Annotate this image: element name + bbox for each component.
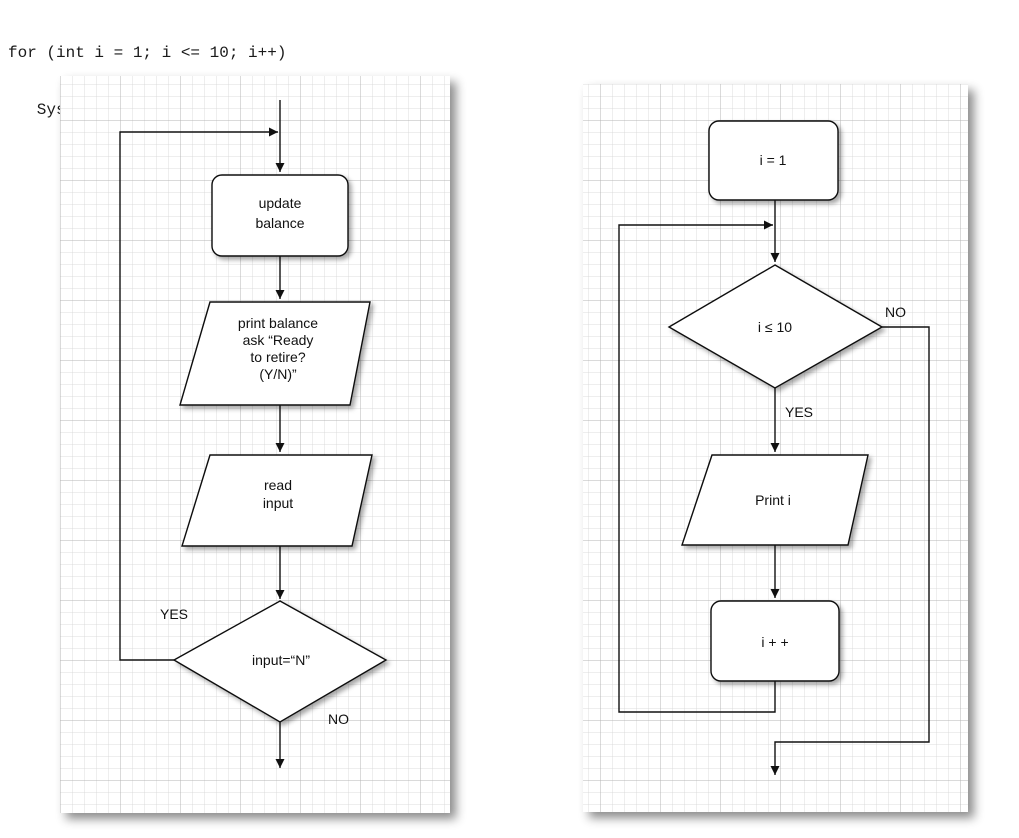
left-yes-label: YES — [160, 606, 188, 622]
increment-box — [710, 600, 840, 682]
right-loop-back-line — [618, 220, 776, 713]
update-balance-text-2: balance — [255, 215, 304, 231]
left-yes-loop-line — [119, 127, 278, 661]
input-decision-diamond — [172, 600, 388, 723]
init-box-text: i = 1 — [760, 152, 787, 168]
update-balance-text-1: update — [259, 195, 302, 211]
input-decision-text: input=“N” — [252, 652, 310, 668]
condition-diamond — [667, 264, 884, 389]
update-balance-box — [211, 174, 349, 257]
left-no-label: NO — [328, 711, 349, 727]
print-i-parallelogram — [681, 454, 869, 546]
right-no-exit-line — [770, 326, 930, 775]
condition-text: i ≤ 10 — [758, 319, 792, 335]
read-input-text-1: read — [264, 477, 292, 493]
right-no-label: NO — [885, 304, 906, 320]
right-yes-label: YES — [785, 404, 813, 420]
print-balance-text-2: ask “Ready — [243, 332, 314, 348]
print-i-text: Print i — [755, 492, 791, 508]
right-flowchart: i = 1 i ≤ 10 NO YES Print i i + + — [583, 84, 968, 812]
print-balance-parallelogram — [179, 301, 371, 406]
print-balance-text-4: (Y/N)” — [259, 366, 297, 382]
read-input-text-2: input — [263, 495, 293, 511]
read-input-parallelogram — [181, 454, 373, 547]
increment-box-text: i + + — [761, 634, 788, 650]
print-balance-text-3: to retire? — [250, 349, 305, 365]
print-balance-text-1: print balance — [238, 315, 318, 331]
init-box — [708, 120, 839, 201]
code-line-for: for (int i = 1; i <= 10; i++) — [8, 44, 287, 62]
left-flowchart: update balance print balance ask “Ready … — [60, 76, 450, 813]
